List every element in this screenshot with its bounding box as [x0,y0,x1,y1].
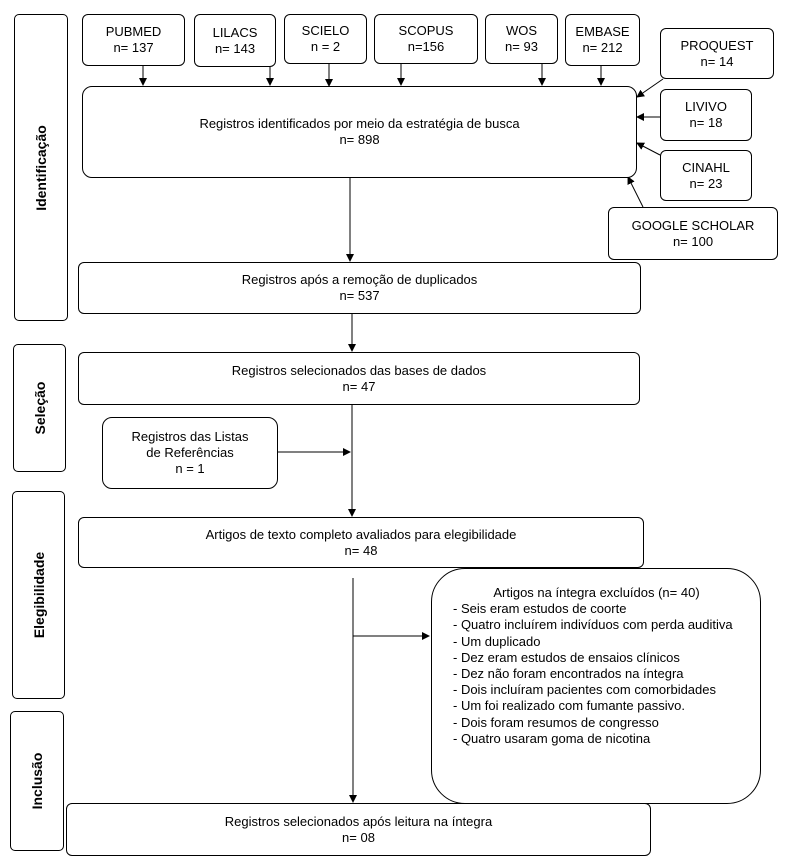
database-wos-name: WOS [505,23,538,38]
database-livivo: LIVIVO n= 18 [660,89,752,141]
stage-identificacao: Identificação [14,14,68,321]
fulltext-assessed-box: Artigos de texto completo avaliados para… [78,517,644,568]
identified-records-count: n= 898 [339,132,380,147]
selected-records-label: Registros selecionados das bases de dado… [231,362,487,378]
database-lilacs-count: n= 143 [214,40,256,56]
database-lilacs: LILACS n= 143 [194,14,276,67]
reference-lists-line1: Registros das Listas [131,429,249,444]
fulltext-assessed-label: Artigos de texto completo avaliados para… [205,526,517,542]
deduplicated-records-count: n= 537 [339,288,380,303]
included-records-count: n= 08 [342,829,375,845]
arrow-google-scholar [627,176,644,208]
database-embase-name: EMBASE [575,24,630,39]
identified-records-label: Registros identificados por meio da estr… [199,116,520,131]
database-scielo: SCIELO n = 2 [284,14,367,64]
exclusion-reason: - Dois incluíram pacientes com comorbida… [453,682,716,698]
database-scielo-name: SCIELO [301,23,350,38]
database-livivo-count: n= 18 [689,115,723,130]
included-records-box: Registros selecionados após leitura na í… [66,803,651,856]
stage-selecao-label: Seleção [31,381,48,435]
selected-records-box: Registros selecionados das bases de dado… [78,352,640,405]
database-pubmed-count: n= 137 [113,40,154,55]
database-google-scholar-name: GOOGLE SCHOLAR [631,217,755,233]
database-cinahl-name: CINAHL [682,159,730,175]
reference-lists-box: Registros das Listas de Referências n = … [102,417,278,489]
arrow-proquest [636,78,664,98]
exclusion-reason: - Seis eram estudos de coorte [453,601,627,617]
exclusion-reason: - Quatro incluírem indivíduos com perda … [453,617,733,633]
included-records-label: Registros selecionados após leitura na í… [224,813,493,829]
deduplicated-records-label: Registros após a remoção de duplicados [241,272,478,287]
exclusion-reason: - Dez eram estudos de ensaios clínicos [453,649,680,665]
stage-inclusao: Inclusão [10,711,64,851]
stage-elegibilidade-label: Elegibilidade [30,551,47,639]
reference-lists-count: n = 1 [175,461,205,476]
database-embase: EMBASE n= 212 [565,14,640,66]
exclusion-reason: - Dez não foram encontrados na íntegra [453,666,684,682]
stage-inclusao-label: Inclusão [29,752,45,810]
exclusion-reason: - Dois foram resumos de congresso [453,714,659,730]
reference-lists-line2: de Referências [146,445,234,460]
database-pubmed-name: PUBMED [105,24,162,39]
database-scopus-name: SCOPUS [398,23,454,38]
database-lilacs-name: LILACS [212,24,258,40]
database-proquest-count: n= 14 [700,53,734,69]
deduplicated-records-box: Registros após a remoção de duplicados n… [78,262,641,314]
database-scopus: SCOPUS n=156 [374,14,478,64]
arrow-cinahl [636,142,661,156]
stage-selecao: Seleção [13,344,66,472]
database-livivo-name: LIVIVO [685,99,727,114]
exclusion-reason: - Quatro usaram goma de nicotina [453,730,651,746]
database-google-scholar-count: n= 100 [672,233,714,249]
database-cinahl: CINAHL n= 23 [660,150,752,201]
database-google-scholar: GOOGLE SCHOLAR n= 100 [608,207,778,260]
database-embase-count: n= 212 [582,40,623,55]
identified-records-box: Registros identificados por meio da estr… [82,86,637,178]
database-proquest: PROQUEST n= 14 [660,28,774,79]
database-scielo-count: n = 2 [310,39,341,54]
fulltext-assessed-count: n= 48 [344,542,378,558]
selected-records-count: n= 47 [342,378,376,394]
database-scopus-count: n=156 [407,39,445,54]
database-wos: WOS n= 93 [485,14,558,64]
exclusion-reason: - Um foi realizado com fumante passivo. [453,698,685,714]
excluded-articles-box: Artigos na íntegra excluídos (n= 40) - S… [431,568,761,804]
database-cinahl-count: n= 23 [689,175,723,191]
stage-identificacao-label: Identificação [33,124,49,211]
database-pubmed: PUBMED n= 137 [82,14,185,66]
stage-elegibilidade: Elegibilidade [12,491,65,699]
exclusion-reason: - Um duplicado [453,633,541,649]
excluded-articles-title: Artigos na íntegra excluídos (n= 40) [493,585,700,600]
database-proquest-name: PROQUEST [680,37,754,53]
database-wos-count: n= 93 [505,39,538,54]
